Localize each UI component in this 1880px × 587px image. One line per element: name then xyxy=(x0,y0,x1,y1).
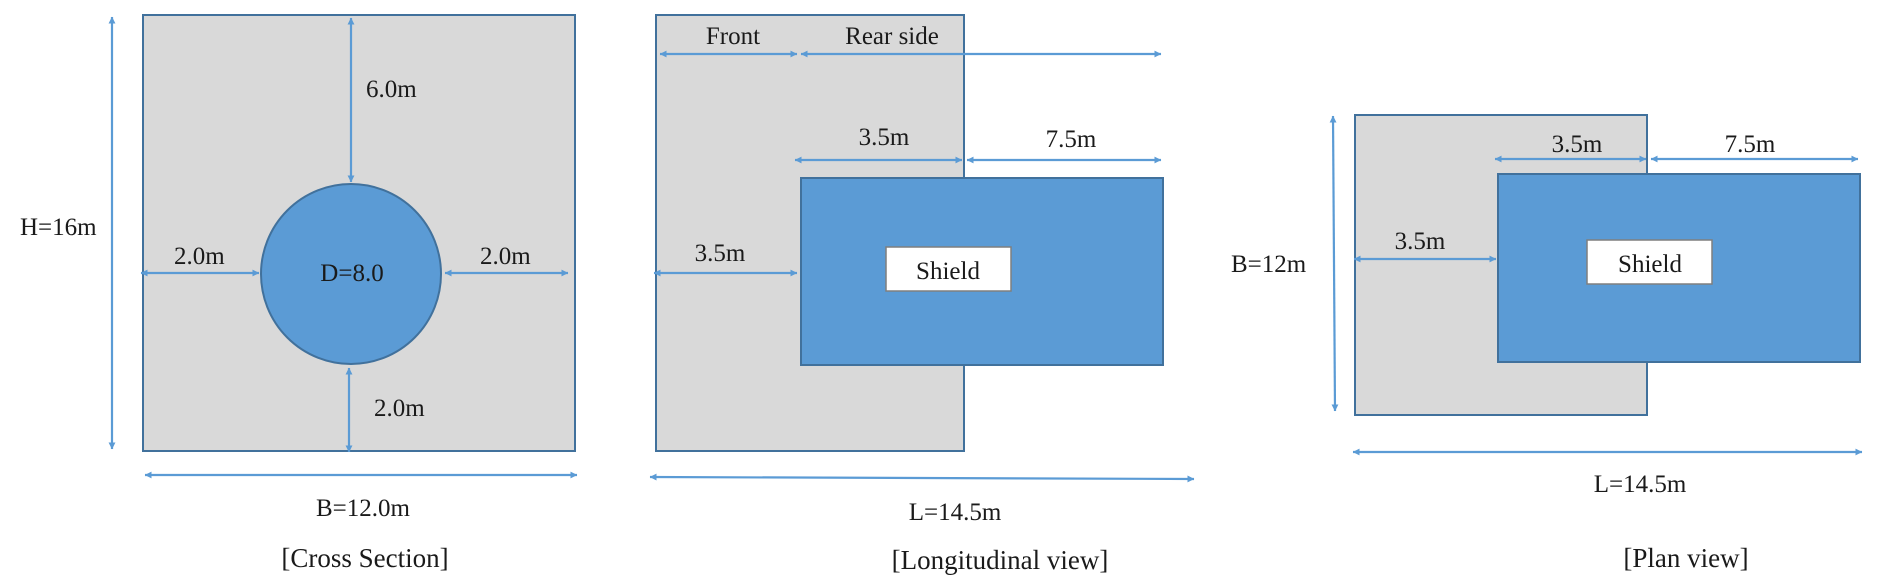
plan-width-label: B=12m xyxy=(1231,251,1307,278)
height-label: H=16m xyxy=(20,214,97,241)
top-cover-label: 6.0m xyxy=(366,76,417,103)
tunnel-circle xyxy=(260,183,442,365)
cross-section-caption: [Cross Section] xyxy=(281,543,448,573)
plan-shield-label-box xyxy=(1586,239,1713,285)
left-clearance-label: 2.0m xyxy=(174,243,225,270)
front-length-label: 3.5m xyxy=(695,240,746,267)
plan-view-caption: [Plan view] xyxy=(1623,543,1748,573)
rear-side-label: Rear side xyxy=(845,23,939,50)
longitudinal-shield-label-box xyxy=(885,246,1012,292)
longitudinal-length-label: L=14.5m xyxy=(909,499,1002,526)
longitudinal-view-caption: [Longitudinal view] xyxy=(892,545,1109,575)
right-clearance-label: 2.0m xyxy=(480,243,531,270)
plan-overlap-label: 3.5m xyxy=(1552,131,1603,158)
plan-width-dimension-arrow xyxy=(1329,115,1339,412)
front-label: Front xyxy=(706,23,760,50)
cross-section-panel: H=16m 6.0m 2.0m 2.0m 2.0m D=8.0 B=12.0m … xyxy=(20,14,578,573)
plan-shield-label: Shield xyxy=(1618,251,1682,278)
overlap-label: 3.5m xyxy=(859,124,910,151)
plan-front-length-label: 3.5m xyxy=(1395,228,1446,255)
bottom-cover-label: 2.0m xyxy=(374,395,425,422)
cross-section-width-label: B=12.0m xyxy=(316,495,411,522)
plan-length-label: L=14.5m xyxy=(1594,471,1687,498)
rear-length-label: 7.5m xyxy=(1046,126,1097,153)
longitudinal-shield-label: Shield xyxy=(916,258,980,285)
total-length-dimension-arrow xyxy=(649,473,1195,483)
diameter-label: D=8.0 xyxy=(320,260,383,287)
plan-view-panel: Shield B=12m 3.5m 7.5m 3.5m L=14.5m [Pla… xyxy=(1231,114,1863,573)
plan-rear-length-label: 7.5m xyxy=(1725,131,1776,158)
longitudinal-view-panel: Shield Front Rear side 3.5m 7.5m 3.5m L=… xyxy=(649,14,1195,575)
